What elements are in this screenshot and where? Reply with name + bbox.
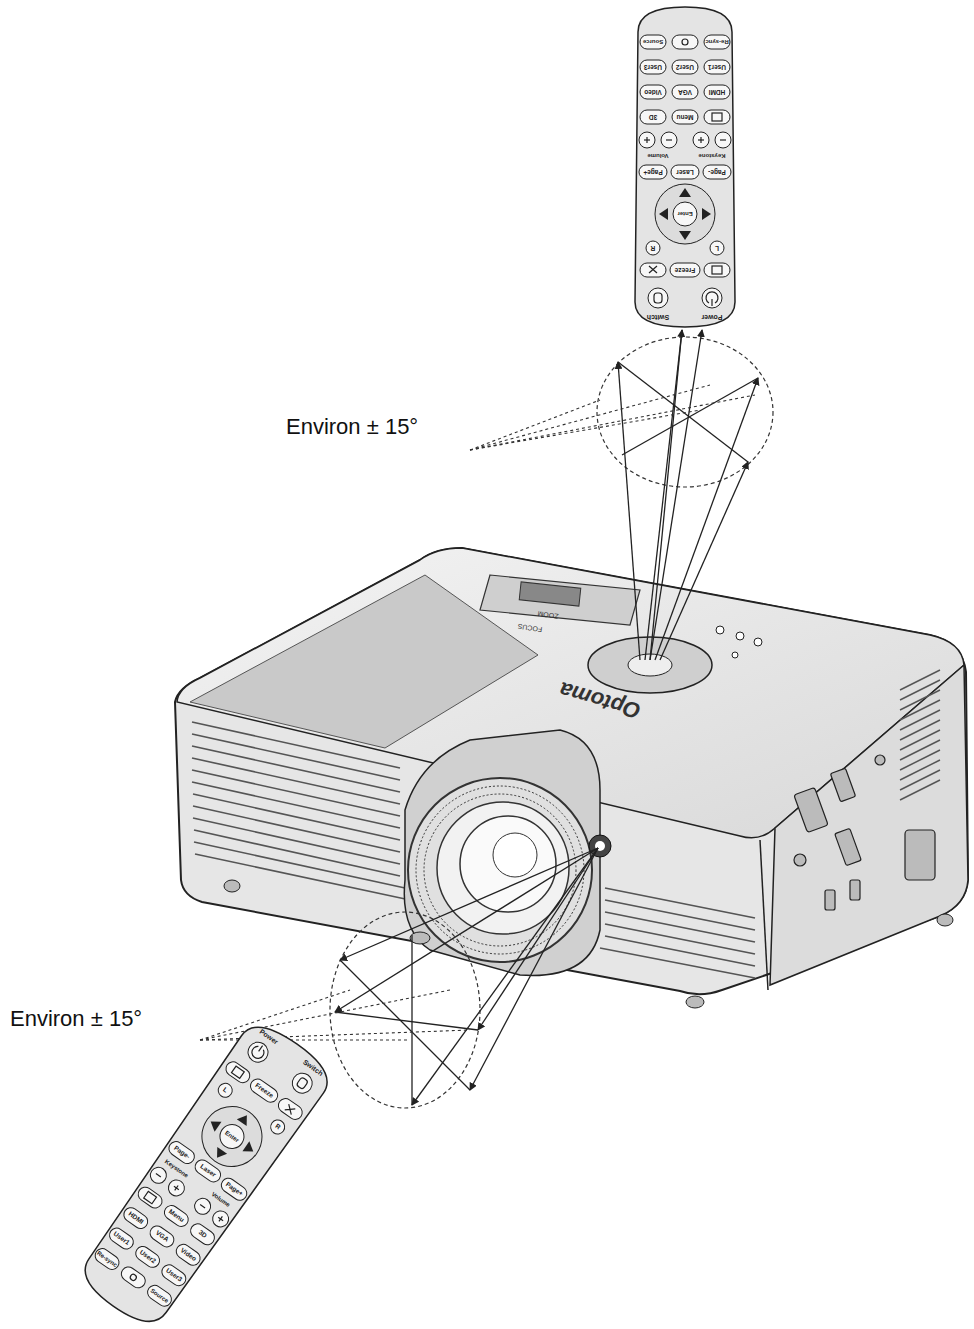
button-label: Volume: [647, 153, 668, 159]
button-label: Menu: [677, 114, 694, 121]
button-label: Re-sync: [705, 39, 728, 45]
button-label: HDMI: [709, 89, 726, 96]
button-label: Switch: [647, 314, 670, 321]
angle-label: Environ ± 15°: [286, 416, 418, 438]
remote-body: [625, 2, 745, 332]
button-label: Enter: [677, 211, 692, 217]
button-label: R: [651, 245, 656, 252]
button-label: VGA: [678, 89, 692, 96]
remote-control: Power Switch Freeze L R Enter Page- Laser Page+ K…: [625, 2, 745, 332]
button-label: User3: [644, 64, 662, 71]
button-label: 3D: [649, 114, 657, 121]
button-label: Laser: [676, 169, 693, 176]
button-label: Power: [701, 314, 722, 321]
button-label: Freeze: [675, 267, 696, 274]
button-label: Video: [644, 89, 662, 96]
angle-label: Environ ± 15°: [10, 1008, 142, 1030]
button-label: Source: [643, 39, 663, 45]
remote-control: PowerSwitchFreezeLREnterPage-LaserPage+K…: [61, 1005, 349, 1329]
button-label: Keystone: [698, 153, 725, 159]
button-label: User2: [676, 64, 694, 71]
button-label: User1: [708, 64, 726, 71]
button-label: Page-: [708, 169, 726, 176]
button-label: L: [715, 245, 719, 252]
button-label: Page+: [643, 169, 662, 176]
